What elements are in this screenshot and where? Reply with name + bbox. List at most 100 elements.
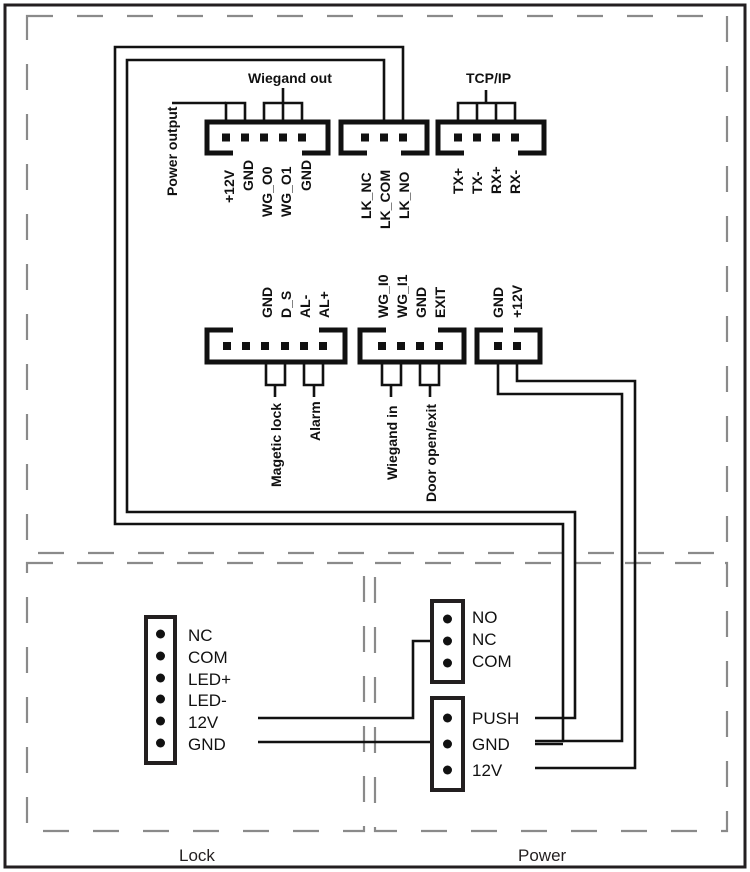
power-section-outline bbox=[373, 561, 729, 833]
power-relay-labels: NO NC COM bbox=[472, 608, 512, 671]
power-output-label: Power output bbox=[164, 106, 180, 196]
lock-terminal-block bbox=[144, 615, 177, 765]
terminal-pin bbox=[443, 658, 452, 668]
terminal-pin bbox=[443, 614, 452, 624]
pin-label: COM bbox=[472, 652, 512, 671]
terminal-housing bbox=[144, 615, 177, 765]
connector-pin bbox=[397, 342, 405, 350]
connector-pin bbox=[222, 133, 230, 142]
door-exit-bracket bbox=[418, 362, 441, 387]
connector-pin bbox=[279, 133, 287, 142]
terminal-pin bbox=[156, 738, 165, 748]
connector-pin bbox=[511, 133, 519, 142]
power-terminal-labels: PUSH GND 12V bbox=[472, 709, 519, 780]
sensor-alarm-pin-labels: GND D_S AL- AL+ bbox=[259, 287, 332, 318]
connector-housing bbox=[338, 119, 430, 156]
pin-label: LK_NO bbox=[396, 171, 412, 219]
tcp-ip-bracket bbox=[456, 101, 517, 122]
power-section-label: Power bbox=[518, 846, 567, 865]
wiegand-in-label: Wiegand in bbox=[384, 405, 400, 480]
pin-label: 12V bbox=[188, 713, 219, 732]
pin-label: D_S bbox=[278, 291, 294, 318]
power-in-connector bbox=[474, 327, 543, 365]
wiegand-out-connector bbox=[204, 119, 331, 156]
terminal-pin bbox=[443, 713, 452, 723]
pin-label: GND bbox=[240, 160, 256, 191]
pin-label: GND bbox=[298, 160, 314, 191]
connector-pin bbox=[416, 342, 424, 350]
lock-terminal-labels: NC COM LED+ LED- 12V GND bbox=[188, 626, 231, 754]
connector-pin bbox=[454, 133, 462, 142]
connector-pin bbox=[435, 342, 443, 350]
controller-section-outline bbox=[25, 14, 729, 555]
wiegand-in-bracket bbox=[380, 362, 403, 387]
pin-label: WG_O1 bbox=[278, 166, 294, 217]
wires bbox=[113, 45, 637, 770]
terminal-housing bbox=[430, 599, 465, 684]
sensor-alarm-connector bbox=[204, 327, 348, 365]
terminal-pin bbox=[156, 629, 165, 639]
pin-label: GND bbox=[413, 287, 429, 318]
terminal-pin bbox=[443, 739, 452, 749]
pin-label: TX+ bbox=[450, 168, 466, 194]
outer-frame bbox=[3, 3, 747, 869]
tcp-ip-pin-labels: TX+ TX- RX+ RX- bbox=[450, 166, 523, 194]
terminal-pin bbox=[156, 651, 165, 661]
terminal-pin bbox=[156, 673, 165, 683]
pin-label: RX+ bbox=[488, 166, 504, 194]
connector-pin bbox=[494, 342, 502, 350]
pin-label: WG_I0 bbox=[375, 274, 391, 318]
door-open-exit-label: Door open/exit bbox=[423, 404, 439, 502]
connector-pin bbox=[242, 342, 250, 350]
terminal-pin bbox=[443, 636, 452, 646]
pin-label: WG_I1 bbox=[394, 274, 410, 318]
pin-label: EXIT bbox=[432, 286, 448, 318]
connector-housing bbox=[204, 327, 348, 365]
alarm-label: Alarm bbox=[307, 401, 323, 441]
wire-lk-com-to-push bbox=[125, 58, 577, 720]
terminal-pin bbox=[156, 694, 165, 704]
pin-label: AL- bbox=[297, 294, 313, 318]
pin-label: COM bbox=[188, 648, 228, 667]
pin-label: LK_NC bbox=[358, 172, 374, 219]
connector-pin bbox=[300, 342, 308, 350]
connector-pin bbox=[492, 133, 500, 142]
wiegand-out-pin-labels: +12V GND WG_O0 WG_O1 GND bbox=[221, 160, 314, 217]
pin-label: LK_COM bbox=[377, 170, 393, 229]
pin-label: GND bbox=[259, 287, 275, 318]
pin-label: PUSH bbox=[472, 709, 519, 728]
wire-power-in-gnd bbox=[496, 362, 624, 743]
wire-power-in-12v bbox=[515, 362, 637, 770]
pin-label: AL+ bbox=[316, 291, 332, 318]
pin-label: LED+ bbox=[188, 670, 231, 689]
connector-pin bbox=[378, 342, 386, 350]
tcp-ip-connector bbox=[435, 119, 547, 156]
connectors bbox=[144, 119, 547, 792]
power-output-bracket bbox=[224, 101, 247, 122]
pin-label: LED- bbox=[188, 691, 227, 710]
pin-label: GND bbox=[188, 735, 226, 754]
wiegand-out-label: Wiegand out bbox=[248, 70, 332, 86]
wire-lock-12v-to-relay-nc bbox=[258, 639, 432, 720]
connector-pin bbox=[281, 342, 289, 350]
connector-housing bbox=[474, 327, 543, 365]
connector-housing bbox=[204, 119, 331, 156]
pin-label: +12V bbox=[509, 284, 525, 318]
terminal-housing bbox=[430, 696, 465, 792]
pin-label: GND bbox=[490, 287, 506, 318]
connector-housing bbox=[357, 327, 467, 365]
power-relay-terminal-block bbox=[430, 599, 465, 684]
pin-label: NC bbox=[472, 630, 497, 649]
pin-label: GND bbox=[472, 735, 510, 754]
magnetic-lock-label: Magetic lock bbox=[268, 403, 284, 487]
magnetic-lock-bracket bbox=[264, 362, 287, 387]
power-in-pin-labels: GND +12V bbox=[490, 284, 525, 318]
wiegand-in-connector bbox=[357, 327, 467, 365]
pin-label: TX- bbox=[469, 171, 485, 194]
power-terminal-block bbox=[430, 696, 465, 792]
connector-pin bbox=[319, 342, 327, 350]
connector-pin bbox=[298, 133, 306, 142]
connector-pin bbox=[361, 133, 369, 142]
connector-pin bbox=[223, 342, 231, 350]
